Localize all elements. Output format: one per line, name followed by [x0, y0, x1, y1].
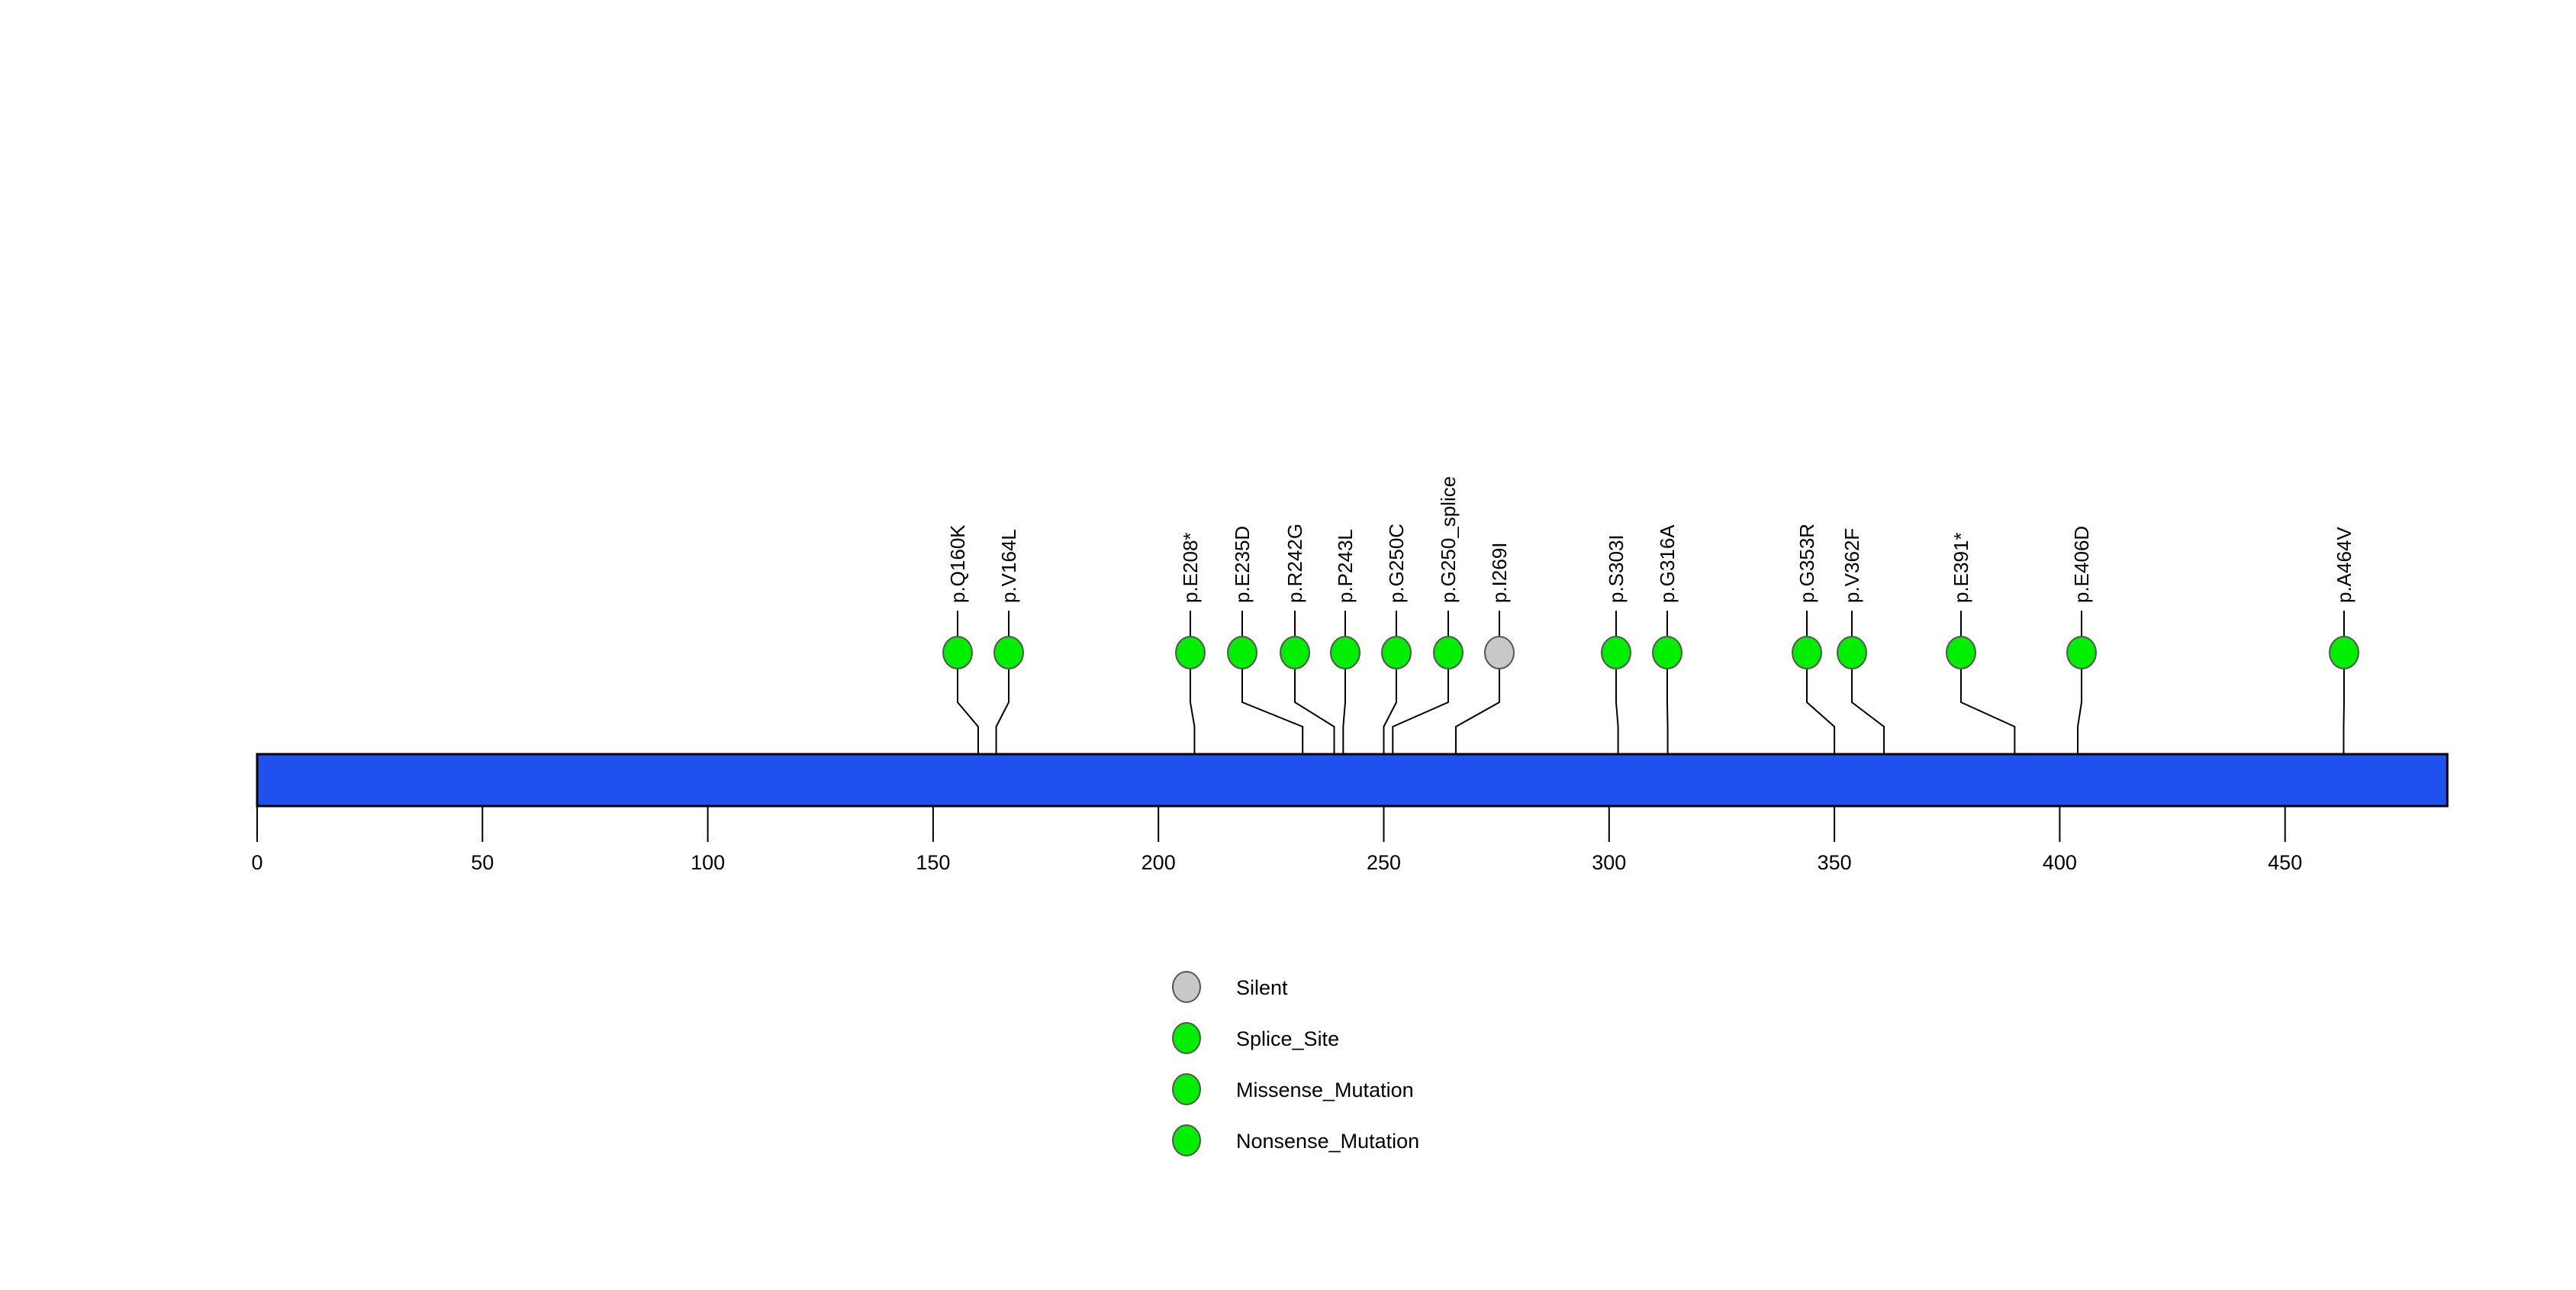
x-axis-group: 0 50 100 150 200 250 300 350 400 450: [251, 806, 2302, 874]
legend-label: Splice_Site: [1236, 1027, 1339, 1050]
mutation-marker[interactable]: [1652, 636, 1682, 669]
mutation-marker[interactable]: [1433, 636, 1463, 669]
legend-swatch[interactable]: [1172, 971, 1201, 1003]
legend-swatch[interactable]: [1172, 1073, 1201, 1105]
protein-domain-bar: [256, 753, 2449, 808]
mutation-label: p.G353R: [1795, 524, 1818, 603]
axis-tick-label: 0: [251, 851, 262, 874]
mutation-marker[interactable]: [1227, 636, 1257, 669]
mutation-marker[interactable]: [1792, 636, 1822, 669]
mutation-marker[interactable]: [1381, 636, 1412, 669]
legend-swatch[interactable]: [1172, 1124, 1201, 1156]
axis-tick-label: 450: [2268, 851, 2302, 874]
mutation-marker[interactable]: [1330, 636, 1360, 669]
legend-label: Missense_Mutation: [1236, 1079, 1414, 1101]
legend-swatch[interactable]: [1172, 1022, 1201, 1054]
mutation-label: p.G250_splice: [1437, 476, 1460, 603]
mutation-marker[interactable]: [2329, 636, 2359, 669]
mutation-label: p.E208*: [1179, 532, 1202, 603]
mutation-marker[interactable]: [942, 636, 973, 669]
mutation-label: p.G316A: [1656, 524, 1679, 603]
axis-tick-label: 200: [1141, 851, 1176, 874]
mutation-marker[interactable]: [993, 636, 1024, 669]
mutation-label: p.R242G: [1283, 524, 1306, 603]
legend-label: Silent: [1236, 976, 1288, 999]
mutation-label: p.E406D: [2070, 526, 2093, 603]
mutation-label: p.E235D: [1231, 526, 1254, 603]
legend-label: Nonsense_Mutation: [1236, 1130, 1419, 1153]
mutation-label: p.G250C: [1385, 524, 1408, 603]
axis-tick-label: 300: [1592, 851, 1626, 874]
mutation-marker[interactable]: [1946, 636, 1976, 669]
mutation-label: p.S303I: [1605, 534, 1628, 603]
axis-tick-label: 250: [1367, 851, 1401, 874]
axis-tick-label: 400: [2043, 851, 2077, 874]
mutation-label: p.A464V: [2333, 527, 2355, 603]
protein-domain-group: [256, 753, 2449, 808]
mutation-label: p.V362F: [1840, 528, 1863, 603]
mutation-label: p.E391*: [1950, 532, 1972, 603]
mutation-label: p.P243L: [1334, 529, 1357, 603]
mutation-label: p.V164L: [997, 529, 1020, 603]
axis-tick-label: 350: [1818, 851, 1852, 874]
mutation-marker[interactable]: [1175, 636, 1206, 669]
mutation-marker[interactable]: [1601, 636, 1631, 669]
legend-group: SilentSplice_SiteMissense_MutationNonsen…: [1172, 971, 1419, 1156]
axis-tick-label: 100: [691, 851, 725, 874]
mutation-marker[interactable]: [1484, 636, 1515, 669]
mutation-label: p.I269I: [1488, 542, 1511, 603]
mutation-labels-group: p.Q160K p.V164L p.E208* p.E235D p.R242G p.P24…: [946, 476, 2355, 603]
axis-tick-label: 50: [471, 851, 494, 874]
mutation-markers-group: [942, 636, 2359, 669]
mutation-label: p.Q160K: [946, 524, 969, 603]
mutation-marker[interactable]: [1837, 636, 1867, 669]
mutation-marker[interactable]: [2066, 636, 2097, 669]
mutation-marker[interactable]: [1280, 636, 1310, 669]
axis-tick-label: 150: [916, 851, 950, 874]
